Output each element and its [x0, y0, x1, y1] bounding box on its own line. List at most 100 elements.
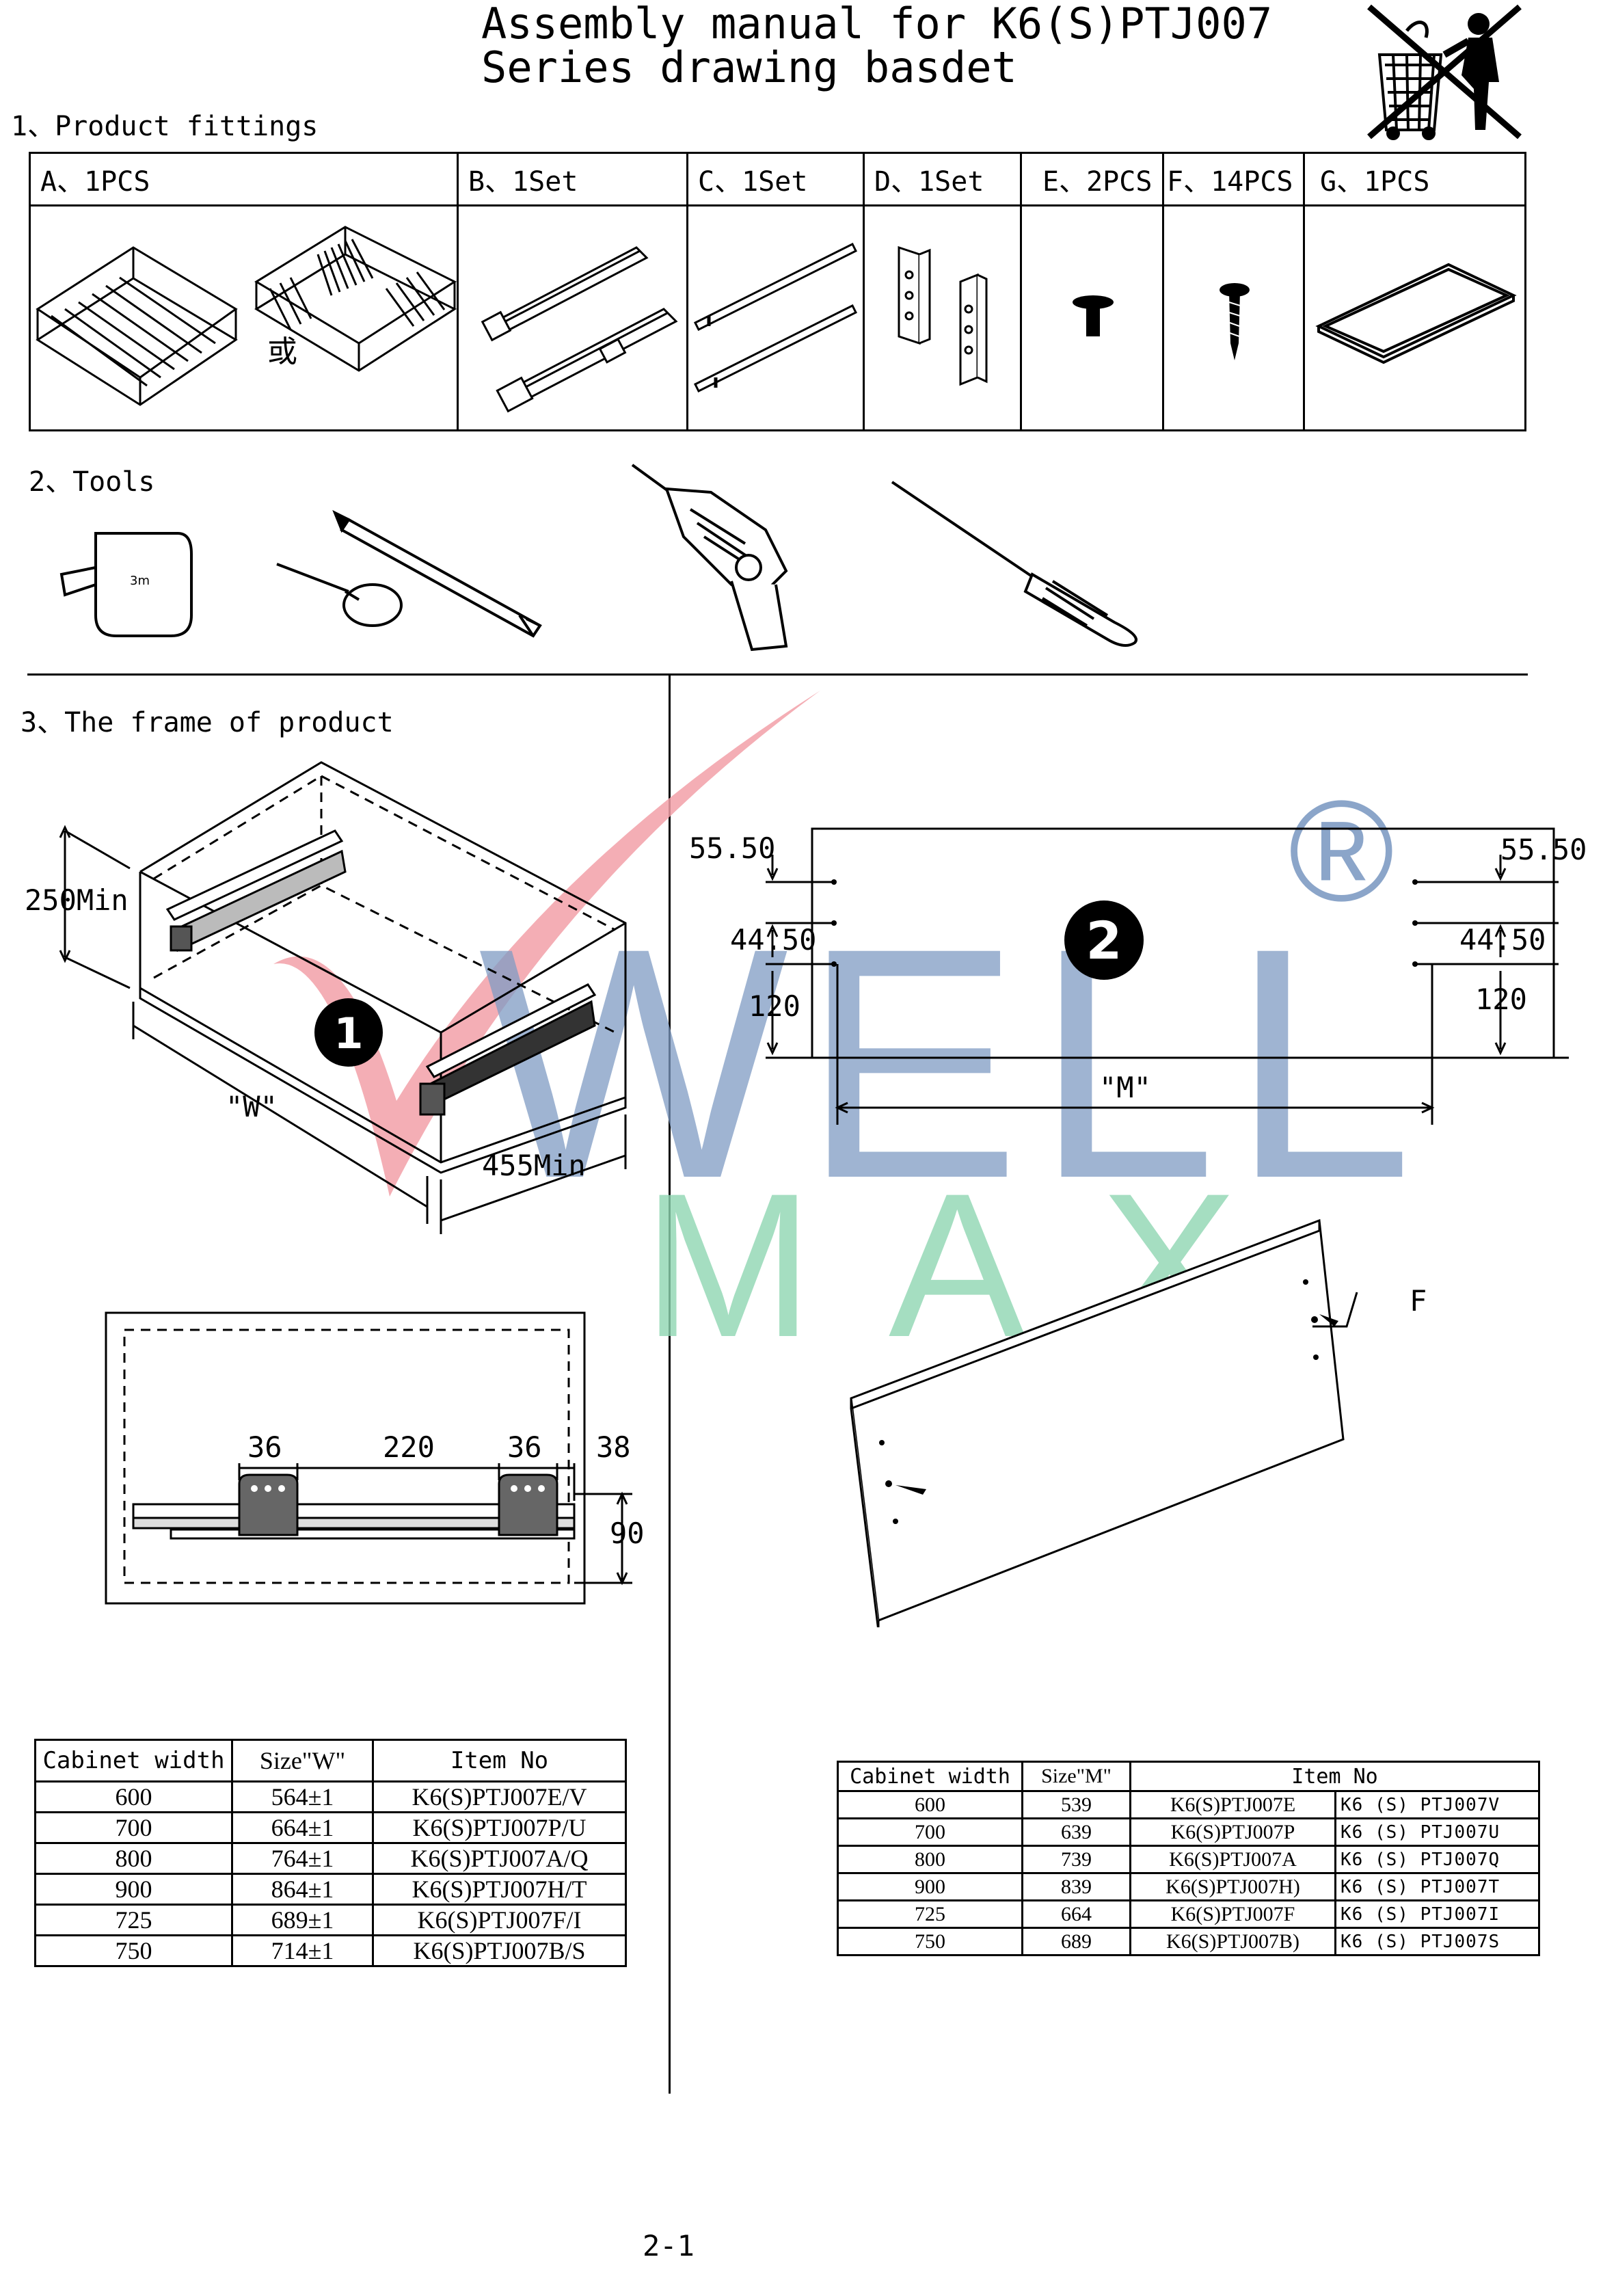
table-row: 725 664 K6(S)PTJ007F K6 (S) PTJ007I — [837, 1899, 1540, 1929]
panel-dim-left-mid: 44.50 — [730, 923, 817, 957]
fitting-image-f — [1162, 204, 1305, 431]
table-row: 700 664±1 K6(S)PTJ007P/U — [34, 1811, 627, 1844]
tablew-cell: K6(S)PTJ007P/U — [372, 1811, 627, 1844]
table-row: 725 689±1 K6(S)PTJ007F/I — [34, 1904, 627, 1936]
fitting-image-e — [1020, 204, 1164, 431]
tablem-cell: 539 — [1021, 1790, 1131, 1819]
fitting-image-d — [863, 204, 1022, 431]
tablem-cell: 600 — [837, 1790, 1023, 1819]
tablem-cell: K6(S)PTJ007H) — [1129, 1872, 1336, 1901]
tablew-cell: K6(S)PTJ007E/V — [372, 1780, 627, 1813]
panel-dim-left-top: 55.50 — [689, 831, 776, 865]
cabinet-size-m-table: Cabinet width Size"M" Item No 600 539 K6… — [837, 1761, 1540, 1956]
no-trash-bin-icon — [1367, 4, 1522, 140]
tablew-cell: 700 — [34, 1811, 233, 1844]
fitting-header-c: C、1Set — [686, 152, 865, 206]
tablew-cell: 564±1 — [231, 1780, 374, 1813]
table-row: 750 714±1 K6(S)PTJ007B/S — [34, 1934, 627, 1967]
awl-and-pencil-icon — [276, 509, 542, 638]
tablew-cell: 900 — [34, 1873, 233, 1906]
tablew-cell: 764±1 — [231, 1842, 374, 1875]
section-heading-fittings: 1、Product fittings — [11, 111, 319, 142]
table-row: 800 764±1 K6(S)PTJ007A/Q — [34, 1842, 627, 1875]
tablew-cell: K6(S)PTJ007H/T — [372, 1873, 627, 1906]
cabinet-size-w-table: Cabinet width Size"W" Item No 600 564±1 … — [34, 1739, 627, 1967]
tablew-header-cabinet-width: Cabinet width — [34, 1739, 233, 1783]
svg-text:3m: 3m — [130, 574, 150, 588]
tablem-cell: 725 — [837, 1899, 1023, 1929]
tablew-cell: 714±1 — [231, 1934, 374, 1967]
panel-dim-right-bottom: 120 — [1475, 983, 1527, 1016]
tablem-cell: K6(S)PTJ007E — [1129, 1790, 1336, 1819]
slide-dim-36-left: 36 — [247, 1430, 282, 1464]
bracket-icon — [898, 245, 988, 386]
tablem-cell: 639 — [1021, 1817, 1131, 1847]
tablem-cell: 900 — [837, 1872, 1023, 1901]
drawer-slide-icon — [481, 246, 678, 413]
fitting-image-b — [457, 204, 688, 431]
tablem-cell: 750 — [837, 1927, 1023, 1956]
slide-dim-38: 38 — [596, 1430, 631, 1464]
tablew-header-size: Size"W" — [231, 1739, 374, 1783]
wellmax-red-swoosh — [273, 691, 820, 1197]
fitting-header-d: D、1Set — [863, 152, 1022, 206]
diagram2-marker: 2 — [1086, 910, 1122, 971]
tablem-cell: 739 — [1021, 1845, 1131, 1874]
fitting-header-e: E、2PCS — [1020, 152, 1164, 206]
tablew-header-item-no: Item No — [372, 1739, 627, 1783]
tablem-cell: 800 — [837, 1845, 1023, 1874]
tablem-header-cabinet-width: Cabinet width — [837, 1761, 1023, 1792]
table-row: 900 864±1 K6(S)PTJ007H/T — [34, 1873, 627, 1906]
tablem-header-item-no: Item No — [1129, 1761, 1540, 1792]
tablem-cell: 689 — [1021, 1927, 1131, 1956]
diagram1-marker: 1 — [334, 1009, 363, 1058]
rail-icon — [693, 242, 858, 393]
tablem-cell: K6(S)PTJ007A — [1129, 1845, 1336, 1874]
tablew-cell: K6(S)PTJ007A/Q — [372, 1842, 627, 1875]
tablem-cell: K6 (S) PTJ007T — [1334, 1872, 1540, 1901]
fitting-header-g: G、1PCS — [1303, 152, 1526, 206]
screw-callout-label: F — [1410, 1284, 1427, 1318]
or-label: 或 — [267, 335, 297, 369]
table-row: 800 739 K6(S)PTJ007A K6 (S) PTJ007Q — [837, 1845, 1540, 1874]
tablem-cell: 664 — [1021, 1899, 1131, 1929]
panel-dim-left-bottom: 120 — [749, 989, 800, 1023]
panel-width-label: "M" — [1099, 1071, 1151, 1104]
slide-section-diagram — [105, 1311, 632, 1605]
table-row: 600 539 K6(S)PTJ007E K6 (S) PTJ007V — [837, 1790, 1540, 1819]
slide-dim-90: 90 — [610, 1517, 645, 1550]
tablem-cell: 700 — [837, 1817, 1023, 1847]
table-row: 600 564±1 K6(S)PTJ007E/V — [34, 1780, 627, 1813]
tablem-cell: K6 (S) PTJ007S — [1334, 1927, 1540, 1956]
section-heading-frame: 3、The frame of product — [21, 707, 394, 738]
slide-dim-220: 220 — [383, 1430, 435, 1464]
screwdriver-icon — [891, 481, 1137, 647]
tablew-cell: 725 — [34, 1904, 233, 1936]
manual-title-line2: Series drawing basdet — [481, 42, 1017, 92]
power-drill-icon — [631, 464, 788, 652]
tablew-cell: 800 — [34, 1842, 233, 1875]
panel-dim-right-mid: 44.50 — [1459, 923, 1546, 957]
frame-width-label: "W" — [226, 1090, 278, 1123]
wire-basket-icon — [36, 226, 457, 406]
table-row: 900 839 K6(S)PTJ007H) K6 (S) PTJ007T — [837, 1872, 1540, 1901]
page-number: 2-1 — [643, 2229, 695, 2262]
front-panel-diagram: 2 — [766, 827, 1569, 1125]
fitting-header-b: B、1Set — [457, 152, 688, 206]
cabinet-frame-diagram: 1 — [59, 761, 627, 1234]
long-screw-icon — [1220, 283, 1250, 360]
tablem-cell: K6(S)PTJ007P — [1129, 1817, 1336, 1847]
tablew-cell: 600 — [34, 1780, 233, 1813]
tablew-cell: 689±1 — [231, 1904, 374, 1936]
tablem-cell: 839 — [1021, 1872, 1131, 1901]
tablem-cell: K6 (S) PTJ007I — [1334, 1899, 1540, 1929]
short-screw-icon — [1073, 295, 1114, 336]
tablem-cell: K6(S)PTJ007F — [1129, 1899, 1336, 1929]
fitting-header-f: F、14PCS — [1162, 152, 1305, 206]
panel-perspective-diagram — [850, 1218, 1358, 1627]
tablew-cell: 750 — [34, 1934, 233, 1967]
panel-dim-right-top: 55.50 — [1500, 833, 1587, 866]
tablem-cell: K6 (S) PTJ007V — [1334, 1790, 1540, 1819]
tape-measure-icon: 3m — [59, 532, 193, 637]
tray-icon — [1315, 263, 1517, 364]
